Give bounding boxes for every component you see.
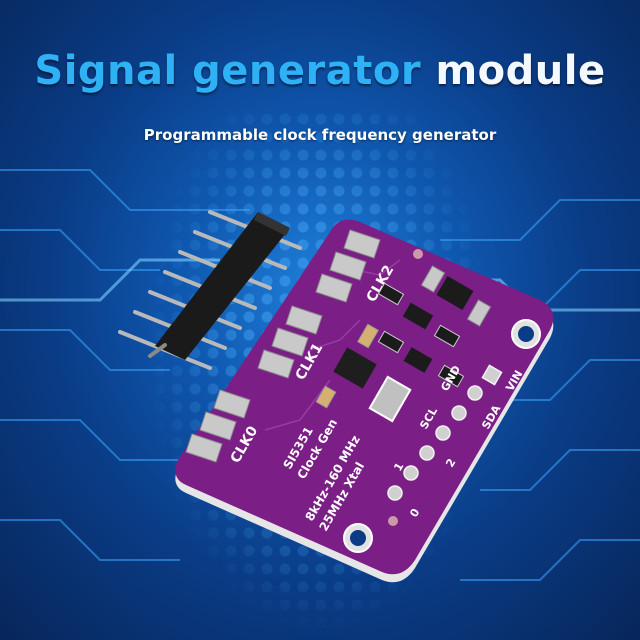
components bbox=[315, 265, 492, 423]
title-part-blue: Signal generator bbox=[34, 48, 422, 94]
pin-header bbox=[118, 210, 302, 370]
page-title: Signal generator module bbox=[0, 48, 640, 94]
title-part-white: module bbox=[435, 48, 606, 94]
crystal bbox=[368, 375, 412, 423]
pcb-board: CLK2 CLK1 CLK0 bbox=[175, 219, 554, 583]
pin-pads bbox=[387, 364, 503, 501]
si5351-chip bbox=[333, 347, 377, 389]
subtitle: Programmable clock frequency generator bbox=[143, 126, 497, 144]
mounting-holes bbox=[343, 249, 541, 553]
